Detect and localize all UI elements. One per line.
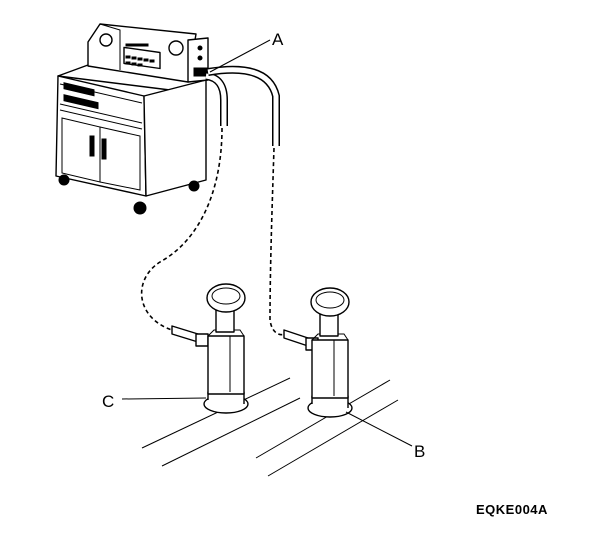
hydraulic-hoses [140,65,287,336]
figure-code: EQKE004A [476,502,548,517]
callout-a-leader [209,39,271,73]
callout-b-label: B [414,442,426,461]
callout-c-leader [121,397,207,400]
test-console [55,23,209,215]
jack-c [171,283,249,414]
jack-b [283,287,353,418]
callout-b-leader [345,411,413,447]
floor-rails [141,377,399,477]
callout-c-label: C [102,392,115,411]
callout-a-label: A [272,30,284,49]
